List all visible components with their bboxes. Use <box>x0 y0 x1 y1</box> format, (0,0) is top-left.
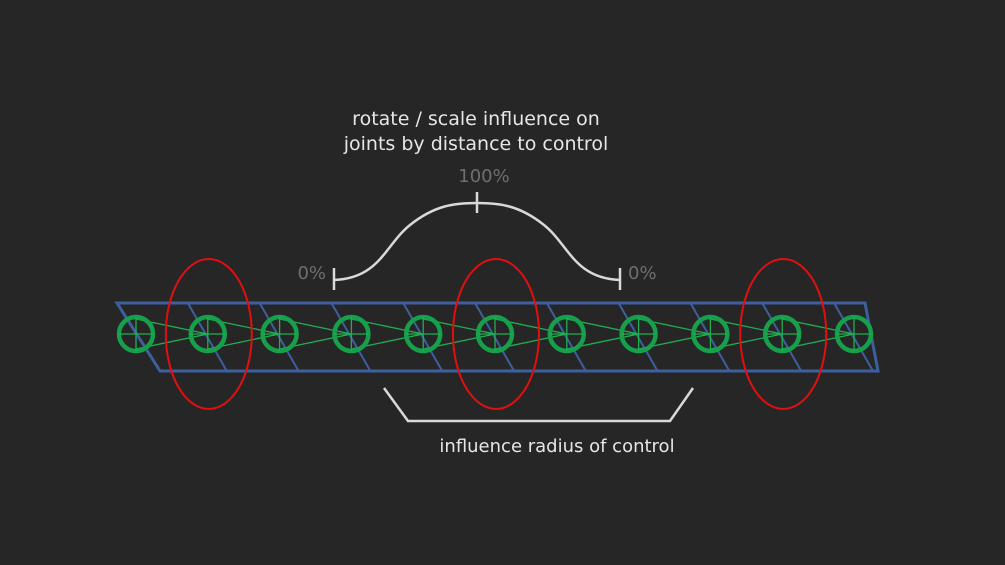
falloff-curve <box>333 201 621 282</box>
influence-radius-bracket <box>382 387 695 423</box>
title-line-2: joints by distance to control <box>343 133 608 155</box>
right-zero-label: 0% <box>628 263 657 284</box>
controls <box>164 258 828 410</box>
joint-icon <box>619 314 658 354</box>
peak-label: 100% <box>458 166 509 187</box>
joint-icon <box>260 314 299 354</box>
joints <box>116 314 874 354</box>
control-ellipse <box>452 258 540 410</box>
joint-icon <box>691 314 730 354</box>
left-zero-label: 0% <box>297 263 326 284</box>
joint-icon <box>834 314 874 354</box>
joint-icon <box>188 314 228 354</box>
bracket-label: influence radius of control <box>439 436 674 457</box>
control-ellipse <box>164 258 253 410</box>
joint-icon <box>475 314 515 354</box>
control-ellipse <box>739 258 828 410</box>
joint-icon <box>403 314 443 354</box>
joint-icon <box>547 314 587 354</box>
joint-icon <box>332 314 371 354</box>
title-line-1: rotate / scale influence on <box>352 108 600 130</box>
joint-icon <box>762 314 802 354</box>
joint-icon <box>116 314 156 354</box>
